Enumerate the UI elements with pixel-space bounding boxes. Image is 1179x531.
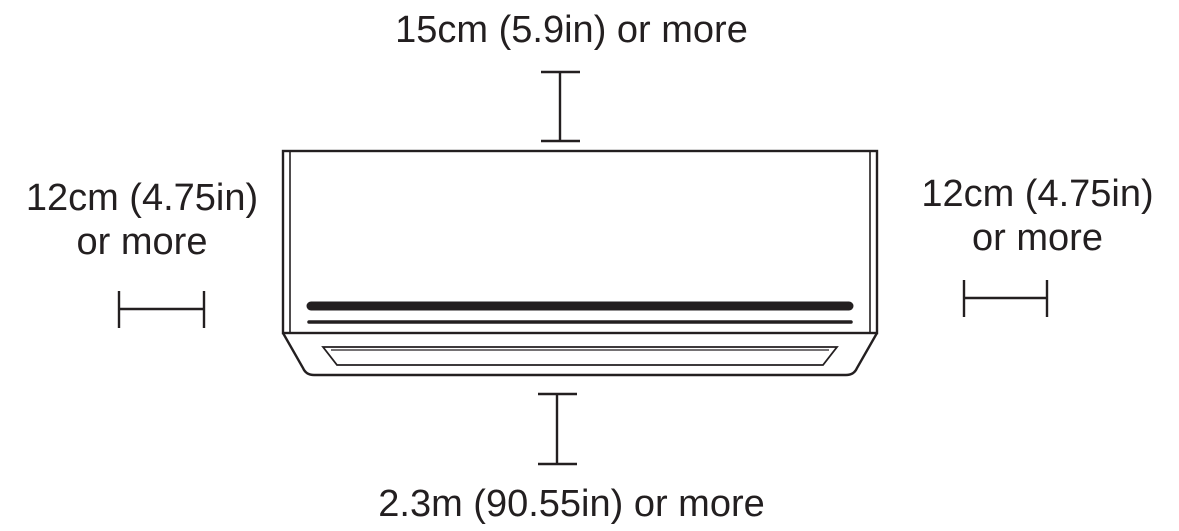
unit-outer-shell <box>281 149 879 335</box>
unit-bottom-housing <box>281 332 879 377</box>
top-clearance-marker <box>541 70 580 143</box>
bottom-clearance-label: 2.3m (90.55in) or more <box>378 483 765 525</box>
right-clearance-label: 12cm (4.75in) or more <box>896 172 1179 260</box>
indoor-unit <box>281 149 879 377</box>
bottom-clearance-marker <box>538 392 577 466</box>
left-clearance-label: 12cm (4.75in) or more <box>0 176 284 264</box>
left-clearance-label-line2: or more <box>76 221 208 263</box>
top-clearance-label: 15cm (5.9in) or more <box>395 9 748 51</box>
right-clearance-marker <box>962 280 1049 317</box>
right-clearance-label-line2: or more <box>972 217 1103 259</box>
air-louver <box>321 346 839 366</box>
left-clearance-label-line1: 12cm (4.75in) <box>25 177 259 219</box>
right-clearance-label-line1: 12cm (4.75in) <box>921 173 1154 215</box>
left-clearance-marker <box>117 291 206 328</box>
